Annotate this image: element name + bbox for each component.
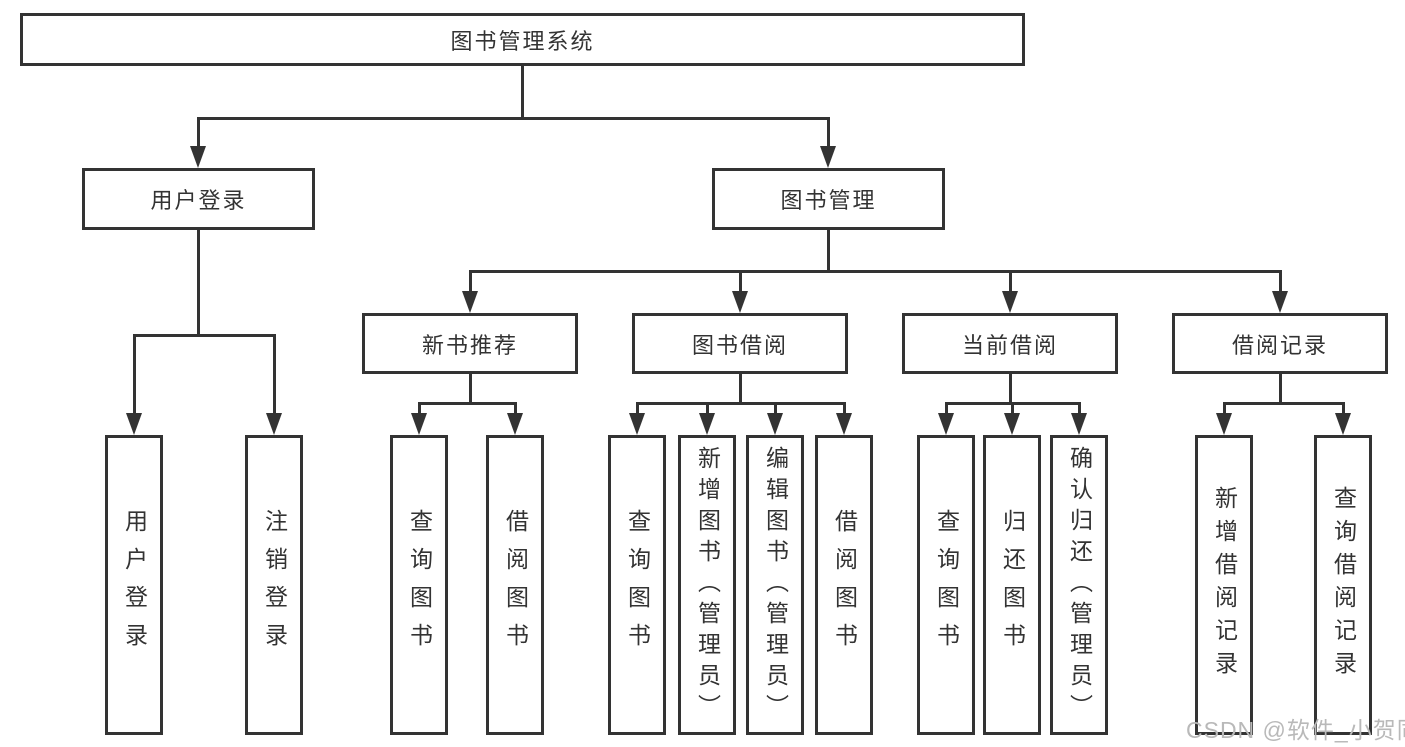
connector-line [1279, 270, 1282, 295]
connector-line [843, 402, 846, 416]
arrowhead-down-icon [767, 413, 783, 435]
connector-line [469, 270, 472, 295]
connector-line [418, 402, 421, 416]
arrowhead-down-icon [1071, 413, 1087, 435]
leaf-query-borrow-record: 查询借阅记录 [1314, 435, 1372, 735]
arrowhead-down-icon [1216, 413, 1232, 435]
leaf-query-books-current: 查询图书 [917, 435, 975, 735]
arrowhead-down-icon [462, 291, 478, 313]
arrowhead-down-icon [266, 413, 282, 435]
connector-line [774, 402, 777, 416]
leaf-borrow-books-recommend: 借阅图书 [486, 435, 544, 735]
arrowhead-down-icon [629, 413, 645, 435]
connector-line [133, 334, 136, 416]
connector-line [418, 402, 516, 405]
connector-line [827, 117, 830, 150]
connector-line [197, 230, 200, 336]
connector-line [1342, 402, 1345, 416]
connector-line [197, 117, 830, 120]
leaf-query-books-recommend: 查询图书 [390, 435, 448, 735]
node-book-borrow: 图书借阅 [632, 313, 848, 374]
arrowhead-down-icon [1002, 291, 1018, 313]
node-current-borrow: 当前借阅 [902, 313, 1118, 374]
node-borrow-records: 借阅记录 [1172, 313, 1388, 374]
connector-line [1223, 402, 1344, 405]
leaf-edit-books-admin: 编辑图书（管理员） [746, 435, 804, 735]
connector-line [945, 402, 948, 416]
leaf-logout: 注销登录 [245, 435, 303, 735]
connector-line [1011, 402, 1014, 416]
leaf-add-borrow-record: 新增借阅记录 [1195, 435, 1253, 735]
arrowhead-down-icon [699, 413, 715, 435]
arrowhead-down-icon [411, 413, 427, 435]
watermark: CSDN @软件_小贺同学 [1186, 717, 1405, 743]
arrowhead-down-icon [1004, 413, 1020, 435]
node-user-login: 用户登录 [82, 168, 315, 230]
connector-line [739, 374, 742, 404]
connector-line [739, 270, 742, 295]
connector-line [514, 402, 517, 416]
connector-line [133, 334, 275, 337]
arrowhead-down-icon [938, 413, 954, 435]
connector-line [636, 402, 845, 405]
node-new-book-recommend: 新书推荐 [362, 313, 578, 374]
arrowhead-down-icon [732, 291, 748, 313]
connector-line [469, 374, 472, 404]
leaf-query-books-borrow: 查询图书 [608, 435, 666, 735]
connector-line [1279, 374, 1282, 404]
arrowhead-down-icon [190, 146, 206, 168]
arrowhead-down-icon [126, 413, 142, 435]
arrowhead-down-icon [820, 146, 836, 168]
connector-line [273, 334, 276, 416]
connector-line [469, 270, 1282, 273]
leaf-borrow-books: 借阅图书 [815, 435, 873, 735]
connector-line [827, 230, 830, 272]
connector-line [1223, 402, 1226, 416]
connector-line [521, 66, 524, 118]
node-root: 图书管理系统 [20, 13, 1025, 66]
connector-line [1009, 270, 1012, 295]
arrowhead-down-icon [507, 413, 523, 435]
connector-line [1078, 402, 1081, 416]
arrowhead-down-icon [1335, 413, 1351, 435]
leaf-user-login: 用户登录 [105, 435, 163, 735]
leaf-add-books-admin: 新增图书（管理员） [678, 435, 736, 735]
node-book-management: 图书管理 [712, 168, 945, 230]
connector-line [636, 402, 639, 416]
arrowhead-down-icon [1272, 291, 1288, 313]
arrowhead-down-icon [836, 413, 852, 435]
leaf-return-books: 归还图书 [983, 435, 1041, 735]
connector-line [1009, 374, 1012, 404]
connector-line [706, 402, 709, 416]
connector-line [197, 117, 200, 150]
leaf-confirm-return-admin: 确认归还（管理员） [1050, 435, 1108, 735]
